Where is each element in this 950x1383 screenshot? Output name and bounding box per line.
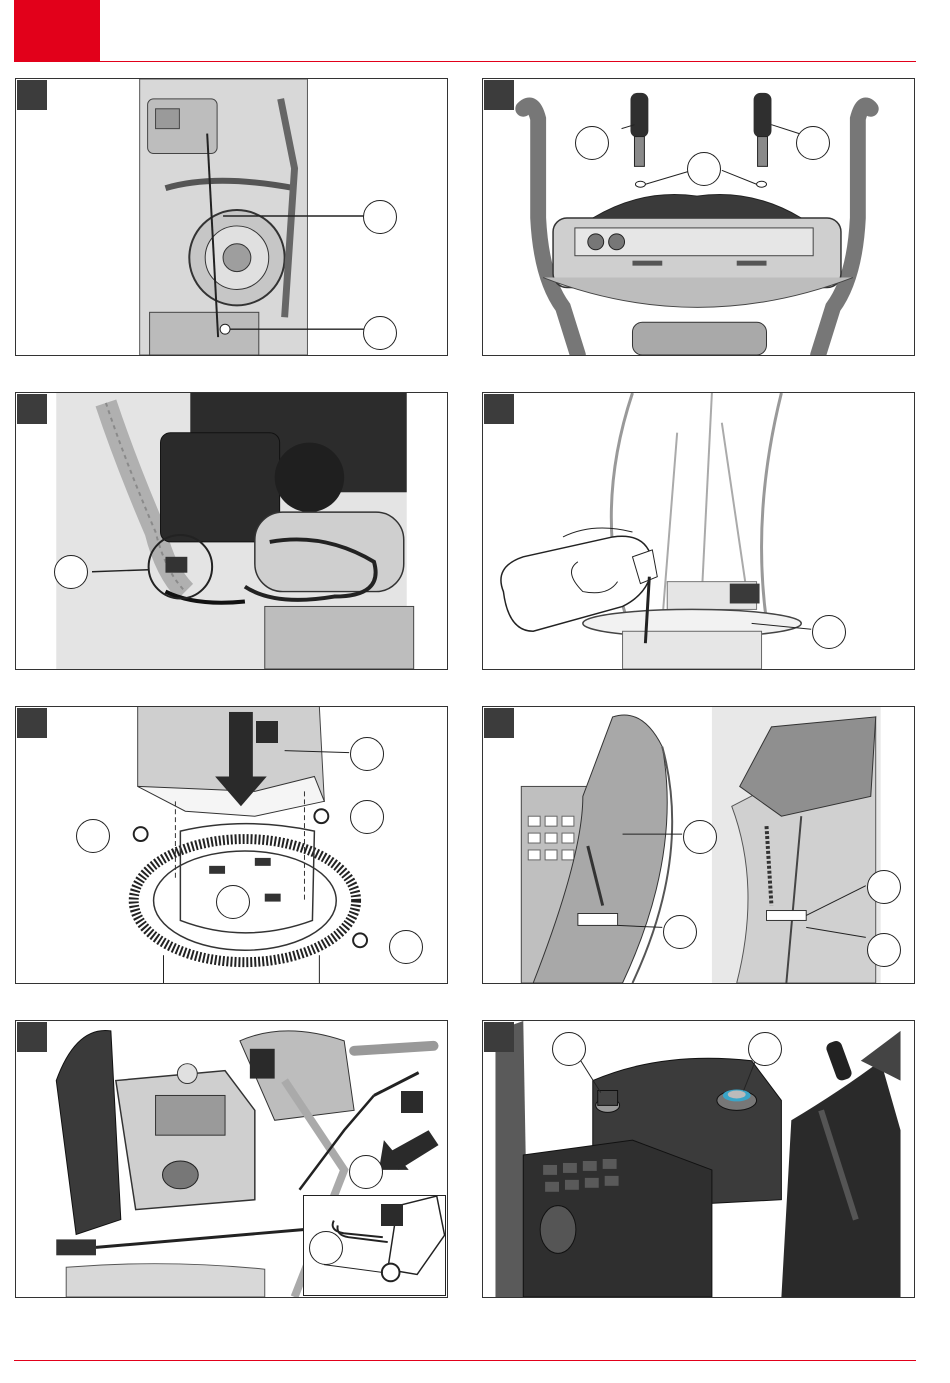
step-marker-square [256,721,278,743]
illustration-panel-3 [15,392,448,670]
illustration-panel-7 [15,1020,448,1298]
callout-5 [389,930,423,964]
callout-1 [812,615,846,649]
callout-1 [350,737,384,771]
header-rule [100,61,916,62]
callout-1 [363,200,397,234]
step-tag [484,80,514,110]
callout-1 [683,820,717,854]
arrow-down-icon [229,712,253,781]
callout-3 [796,126,830,160]
callout-2 [687,152,721,186]
electric-starter-icon [16,393,447,669]
callout-4 [216,885,250,919]
callout-3 [76,819,110,853]
step-tag [484,394,514,424]
step-tag [484,708,514,738]
illustration-panel-4 [482,392,915,670]
callout-2 [748,1032,782,1066]
callout-2 [350,800,384,834]
illustration-panel-5 [15,706,448,984]
step-tag [17,1022,47,1052]
illustration-panel-1 [15,78,448,356]
callout-2 [309,1231,343,1265]
callout-4 [867,933,901,967]
step-tag [484,1022,514,1052]
step-tag [17,708,47,738]
callout-3 [867,870,901,904]
callout-2 [663,915,697,949]
illustration-panel-6 [482,706,915,984]
oil-cap-icon [596,1090,620,1112]
washer-icon [635,181,645,187]
illustration-panel-2 [482,78,915,356]
step-tag [17,394,47,424]
brand-color-block [14,0,100,62]
chute-icon [483,393,914,669]
handlebar-icon [483,79,914,355]
callout-2 [363,316,397,350]
step-marker-square [401,1091,423,1113]
callout-1 [349,1155,383,1189]
step-marker-square [381,1204,403,1226]
callout-1 [575,126,609,160]
callout-1 [552,1032,586,1066]
step-tag [17,80,47,110]
footer-rule [14,1360,916,1361]
callout-1 [54,555,88,589]
illustration-panel-8 [482,1020,915,1298]
